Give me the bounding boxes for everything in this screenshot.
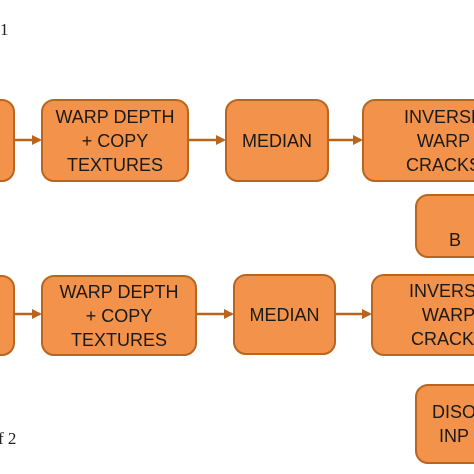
- bottom-label-fragment: f 2: [0, 429, 17, 448]
- row1-start-box: [0, 99, 15, 182]
- row2-partial-box: DISO INP: [415, 384, 474, 464]
- top-label-fragment: 1: [0, 20, 9, 39]
- row2-warp-depth-box: WARP DEPTH + COPY TEXTURES: [41, 275, 197, 356]
- row2-median-box: MEDIAN: [233, 274, 336, 355]
- row1-warp-depth-box: WARP DEPTH + COPY TEXTURES: [41, 99, 189, 182]
- row1-inverse-warp-box: INVERSE WARP CRACKS: [362, 99, 474, 182]
- row2-inverse-warp-box: INVERSE WARP CRACKS: [371, 274, 474, 356]
- row2-start-box: [0, 275, 15, 356]
- row1-median-box: MEDIAN: [225, 99, 329, 182]
- row1-partial-box: B: [415, 194, 474, 258]
